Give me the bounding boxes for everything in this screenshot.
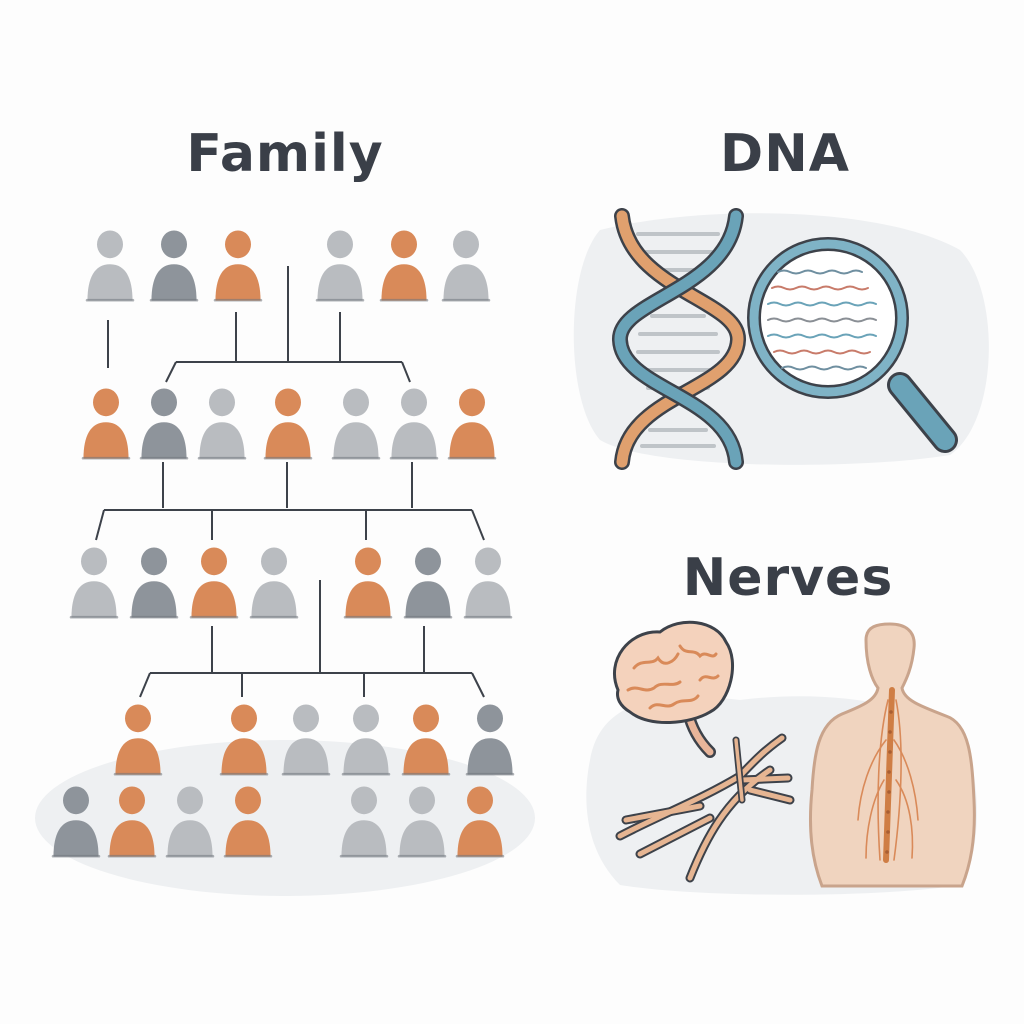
nerves-title: Nerves <box>682 548 894 608</box>
tree-connector-lines <box>95 266 485 698</box>
person-icon <box>463 547 513 619</box>
nerve-fibers-icon <box>615 733 795 883</box>
person-icon <box>401 704 451 776</box>
person-icon <box>341 704 391 776</box>
person-icon <box>441 230 491 302</box>
person-icon <box>281 704 331 776</box>
person-icon <box>129 547 179 619</box>
person-icon <box>219 704 269 776</box>
dna-title: DNA <box>720 124 850 184</box>
nerves-panel <box>586 620 977 895</box>
person-icon <box>379 230 429 302</box>
person-icon <box>249 547 299 619</box>
person-icon <box>149 230 199 302</box>
person-icon <box>315 230 365 302</box>
person-icon <box>389 388 439 460</box>
family-title: Family <box>186 124 384 184</box>
family-tree-diagram <box>35 230 535 896</box>
dna-panel <box>573 208 989 470</box>
person-icon <box>263 388 313 460</box>
person-icon <box>139 388 189 460</box>
brain-icon <box>612 620 734 758</box>
person-icon <box>113 704 163 776</box>
person-icon <box>85 230 135 302</box>
person-icon <box>447 388 497 460</box>
person-icon <box>213 230 263 302</box>
person-icon <box>465 704 515 776</box>
person-icon <box>343 547 393 619</box>
person-icon <box>189 547 239 619</box>
person-icon <box>81 388 131 460</box>
person-icon <box>197 388 247 460</box>
human-back-spine-icon <box>809 622 976 888</box>
person-icon <box>69 547 119 619</box>
dna-helix-icon <box>612 208 746 470</box>
person-icon <box>331 388 381 460</box>
magnifying-glass-icon <box>747 237 958 453</box>
person-icon <box>403 547 453 619</box>
